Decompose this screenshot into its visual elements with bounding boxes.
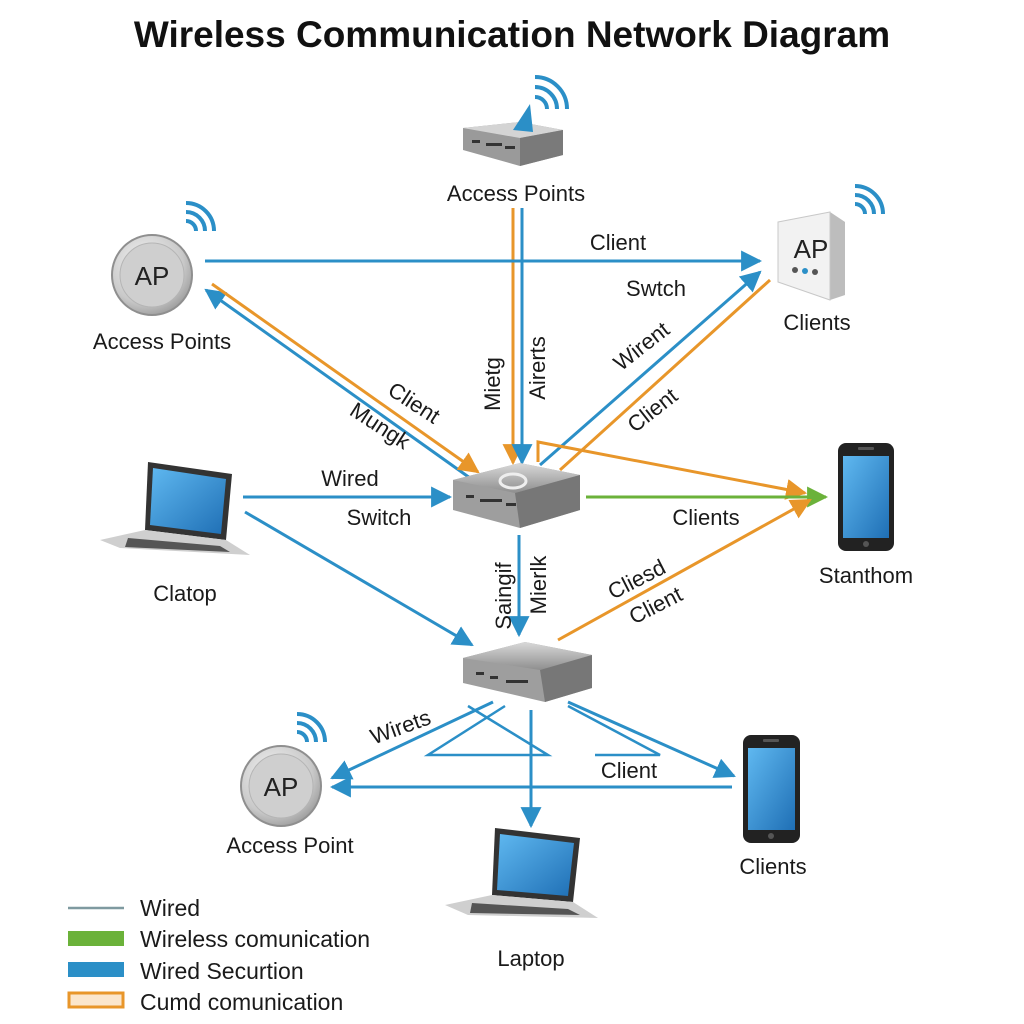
- switch-icon: [453, 463, 580, 528]
- lower-switch-node[interactable]: [463, 642, 592, 702]
- edge-label: Saingif: [491, 561, 516, 629]
- legend-item-cumd: Cumd comunication: [67, 989, 343, 1015]
- laptop-icon: [445, 828, 598, 918]
- legend-item-wired: Wired: [68, 895, 200, 921]
- bottom-ap-label: Access Point: [226, 833, 353, 858]
- laptop-icon: [100, 462, 250, 555]
- edge-switch-phone-orange: [536, 440, 808, 500]
- edge-label: Airerts: [525, 336, 550, 400]
- diagram-title: Wireless Communication Network Diagram: [133, 14, 891, 55]
- left-laptop-node[interactable]: Clatop: [100, 462, 250, 606]
- right-ap-badge: AP: [794, 234, 829, 264]
- top-router-label: Access Points: [447, 181, 585, 206]
- legend-label: Wired: [140, 895, 200, 921]
- wifi-signal-icon: [854, 184, 885, 215]
- edge-label: Wired: [321, 466, 378, 491]
- wifi-signal-icon: [185, 201, 216, 232]
- edge-lower-switch-bottom-ap: [330, 700, 494, 780]
- edge-label: Switch: [347, 505, 412, 530]
- edge-triangle-right: [567, 704, 661, 757]
- left-ap-node[interactable]: AP Access Points: [93, 201, 231, 354]
- edge-label: Mierlk: [526, 555, 551, 615]
- wifi-signal-icon: [534, 75, 569, 110]
- center-switch-node[interactable]: [453, 463, 580, 528]
- edge-lower-switch-bottom-phone: [567, 700, 736, 778]
- edges: [204, 208, 829, 829]
- right-phone-node[interactable]: Stanthom: [819, 443, 913, 588]
- edge-label: Mietg: [480, 357, 505, 411]
- legend-item-wired-security: Wired Securtion: [68, 958, 304, 984]
- edge-triangle-left: [423, 704, 553, 757]
- legend-label: Wireless comunication: [140, 926, 370, 952]
- right-phone-label: Stanthom: [819, 563, 913, 588]
- bottom-ap-node[interactable]: AP Access Point: [226, 712, 354, 858]
- edge-label: Client: [601, 758, 657, 783]
- edge-right-ap-switch-orange: [558, 278, 772, 472]
- access-point-box-icon: [777, 184, 885, 301]
- edge-label: Clients: [672, 505, 739, 530]
- bottom-phone-node[interactable]: Clients: [739, 735, 807, 879]
- right-ap-label: Clients: [783, 310, 850, 335]
- left-ap-label: Access Points: [93, 329, 231, 354]
- edge-label: Client: [623, 383, 683, 437]
- legend-label: Cumd comunication: [140, 989, 343, 1015]
- legend-swatch-wireless: [68, 931, 124, 946]
- edge-label: Wirent: [609, 317, 674, 376]
- bottom-laptop-label: Laptop: [497, 946, 564, 971]
- legend-swatch-cumd: [67, 991, 125, 1009]
- legend-swatch-wired-security: [68, 962, 124, 977]
- access-point-icon: [240, 712, 327, 827]
- edge-lower-switch-phone-orange: [557, 498, 812, 642]
- smartphone-icon: [838, 443, 894, 551]
- right-ap-node[interactable]: AP Clients: [777, 184, 885, 335]
- bottom-laptop-node[interactable]: Laptop: [445, 828, 598, 971]
- switch-icon: [463, 642, 592, 702]
- legend-label: Wired Securtion: [140, 958, 304, 984]
- smartphone-icon: [743, 735, 800, 843]
- edge-label: Client: [590, 230, 646, 255]
- edge-switch-right-ap-blue: [539, 270, 762, 467]
- bottom-phone-label: Clients: [739, 854, 806, 879]
- edge-label: Wirets: [367, 705, 434, 750]
- edge-laptop-lower-switch: [244, 510, 474, 647]
- router-icon: [463, 75, 569, 166]
- legend: Wired Wireless comunication Wired Securt…: [67, 895, 370, 1015]
- edge-left-ap-switch-orange: [211, 282, 480, 474]
- edge-label: Swtch: [626, 276, 686, 301]
- edge-switch-left-ap-blue: [204, 288, 471, 480]
- left-ap-badge: AP: [135, 261, 170, 291]
- wifi-signal-icon: [296, 712, 327, 743]
- top-router-node[interactable]: Access Points: [447, 75, 585, 206]
- access-point-icon: [111, 201, 216, 316]
- bottom-ap-badge: AP: [264, 772, 299, 802]
- legend-item-wireless: Wireless comunication: [68, 926, 370, 952]
- left-laptop-label: Clatop: [153, 581, 217, 606]
